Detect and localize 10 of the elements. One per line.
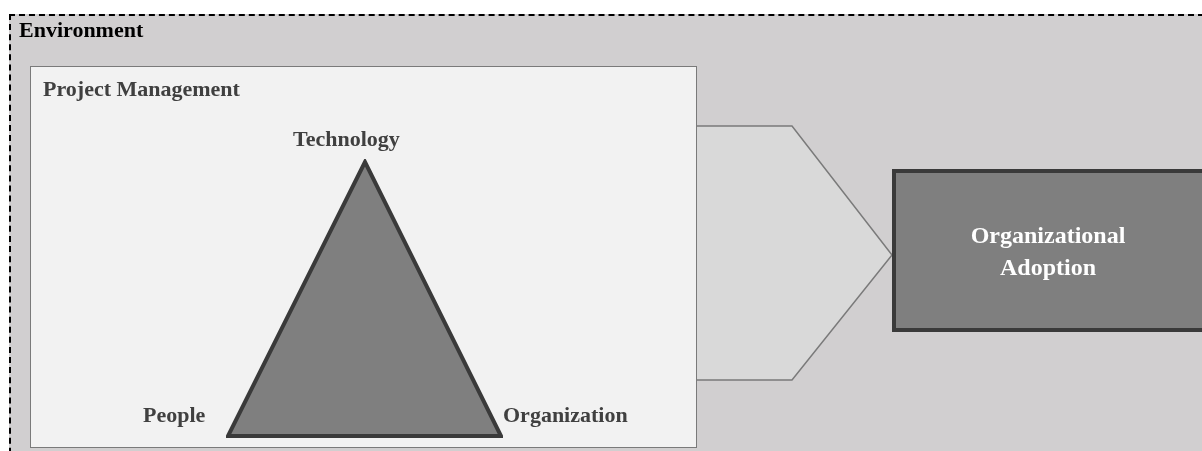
container-title: Environment [19, 19, 144, 41]
vertex-label: Organization [503, 404, 628, 426]
outcome-box [892, 169, 1202, 332]
vertex-label: People [143, 404, 206, 426]
outcome-text: Organizational Adoption [969, 220, 1127, 282]
environment-container [9, 14, 1202, 451]
panel-title: Project Management [43, 78, 240, 100]
block-arrow [694, 125, 893, 381]
management-panel [30, 66, 697, 448]
vertex-label: Technology [293, 128, 400, 150]
